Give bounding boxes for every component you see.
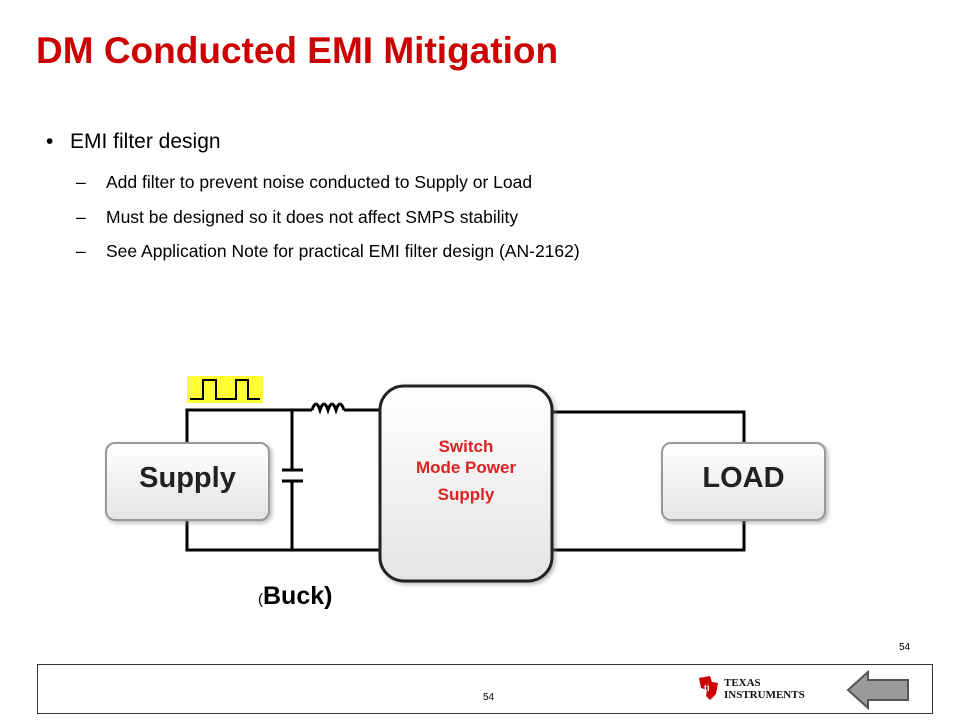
buck-close-paren: ) (324, 582, 333, 610)
ti-logo-line2: INSTRUMENTS (724, 689, 805, 701)
load-box (661, 442, 826, 521)
page-number-top: 54 (899, 642, 911, 653)
page-number-bottom: 54 (483, 692, 495, 703)
sub-bullet-dash: – (76, 172, 86, 192)
sub-bullet-text: See Application Note for practical EMI f… (106, 241, 580, 261)
bullet-dot: • (46, 130, 54, 153)
bullet-main: • EMI filter design (46, 130, 221, 154)
slide-title: DM Conducted EMI Mitigation (36, 30, 559, 71)
buck-label: (Buck) (258, 582, 332, 611)
sub-bullet: – Add filter to prevent noise conducted … (76, 172, 532, 193)
sub-bullet-dash: – (76, 241, 86, 261)
sub-bullet-text: Add filter to prevent noise conducted to… (106, 172, 533, 192)
footer-bar (37, 664, 933, 714)
back-arrow-icon[interactable] (846, 670, 910, 710)
sub-bullet: – See Application Note for practical EMI… (76, 241, 580, 262)
sub-bullet-text: Must be designed so it does not affect S… (106, 207, 519, 227)
ti-logo-line1: TEXAS (724, 677, 761, 689)
pulse-waveform (190, 379, 260, 400)
bullet-list: • EMI filter design (46, 130, 221, 154)
inductor (310, 402, 346, 415)
buck-text: Buck (263, 582, 325, 610)
smps-label-line2: Mode Power (415, 458, 517, 477)
buck-open-paren: ( (258, 591, 263, 608)
sub-bullet-dash: – (76, 207, 86, 227)
ti-logo-icon: ti (699, 676, 718, 700)
smps-label: Switch Mode Power Supply (380, 436, 552, 505)
load-label: LOAD (702, 462, 785, 494)
circuit-wires (185, 402, 746, 552)
supply-label: Supply (139, 462, 236, 494)
smps-label-line1: Switch (438, 437, 494, 456)
smps-label-line3: Supply (437, 485, 495, 504)
svg-text:ti: ti (704, 683, 710, 693)
ti-logo-text: TEXAS INSTRUMENTS (724, 677, 805, 701)
smps-box (378, 384, 554, 583)
sub-bullet: – Must be designed so it does not affect… (76, 207, 518, 228)
supply-box (105, 442, 270, 521)
bullet-main-text: EMI filter design (70, 130, 221, 153)
